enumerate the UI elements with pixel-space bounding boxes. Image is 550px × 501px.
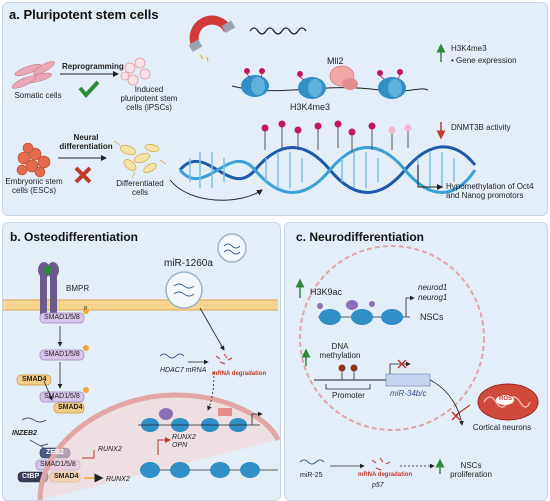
nucleosome-group-top bbox=[241, 75, 406, 99]
mir1260a-label: miR-1260a bbox=[164, 258, 213, 269]
magnet-icon bbox=[188, 15, 236, 63]
runx2-opn-label: RUNX2 OPN bbox=[172, 434, 196, 449]
smad158-label-4: SMAD1/5/8 bbox=[40, 461, 76, 468]
somatic-cells-icon bbox=[11, 60, 55, 89]
mrna-degradation-label-c: mRNA degradation bbox=[358, 472, 413, 478]
differentiated-cells-icon bbox=[113, 140, 167, 179]
phospho-label-1: P bbox=[84, 306, 88, 312]
hypomethylation-label: Hypomethylation of Oct4 and Nanog promot… bbox=[446, 182, 534, 200]
dna-methylation-label: DNA methylation bbox=[319, 342, 361, 360]
runx2-label-2: RUNX2 bbox=[106, 476, 130, 483]
zeb2-label: ZEB2 bbox=[46, 449, 64, 456]
panel-a-title: a. Pluripotent stem cells bbox=[9, 7, 159, 22]
gene-expression-label: • Gene expression bbox=[451, 56, 517, 65]
check-icon bbox=[78, 80, 100, 99]
methylation-pins bbox=[261, 120, 412, 152]
ctbp-label: CtBP bbox=[22, 473, 40, 480]
mll2-label: Mll2 bbox=[327, 56, 344, 66]
up-h3k4me3-label: H3K4me3 bbox=[451, 44, 487, 53]
p57-label: p57 bbox=[372, 482, 384, 489]
mrna-fragments bbox=[215, 353, 233, 365]
esc-cluster-icon bbox=[16, 142, 51, 178]
cross-icon bbox=[74, 166, 92, 184]
inzeb2-label: INZEB2 bbox=[12, 430, 37, 437]
smad4-label-3: SMAD4 bbox=[54, 473, 79, 480]
smad4-label-2: SMAD4 bbox=[58, 404, 83, 411]
neurog1-label: neurog1 bbox=[418, 293, 448, 302]
reprogramming-label: Reprogramming bbox=[62, 62, 124, 71]
mll2-enzyme bbox=[329, 65, 358, 90]
nucleosome-group-c bbox=[317, 300, 410, 325]
nscs-label: NSCs bbox=[420, 312, 444, 322]
smad158-label-1: SMAD1/5/8 bbox=[44, 314, 80, 321]
ros-label: ROS bbox=[499, 396, 513, 402]
smad4-label-1: SMAD4 bbox=[22, 376, 47, 383]
dna-helix bbox=[178, 145, 477, 194]
h3k9ac-label: H3K9ac bbox=[310, 287, 343, 297]
ros-mitochondrion bbox=[477, 383, 539, 421]
differentiated-cells-label: Differentiated cells bbox=[116, 179, 164, 197]
wave-icon bbox=[249, 27, 307, 35]
bmpr-label: BMPR bbox=[66, 284, 90, 293]
panel-c-title: c. Neurodifferentiation bbox=[296, 230, 425, 244]
mir-vesicle bbox=[165, 233, 247, 309]
mir25-label: miR-25 bbox=[300, 472, 323, 479]
ipsc-label: Induced pluripotent stem cells (iPSCs) bbox=[120, 85, 178, 112]
neural-differentiation-label: Neural differentiation bbox=[59, 133, 113, 151]
ipsc-cells-icon bbox=[120, 57, 151, 86]
hdac7-label: HDAC7 mRNA bbox=[160, 367, 207, 374]
mrna-degradation-label-b: mRNA degradation bbox=[212, 371, 267, 377]
smad158-label-3: SMAD1/5/8 bbox=[44, 393, 80, 400]
panel-b-title: b. Osteodifferentiation bbox=[10, 230, 139, 244]
cortical-neurons-label: Cortical neurons bbox=[472, 423, 532, 432]
mir34-label: miR-34b/c bbox=[390, 389, 427, 398]
smad158-label-2: SMAD1/5/8 bbox=[44, 351, 80, 358]
esc-label: Embryonic stem cells (ESCs) bbox=[5, 177, 63, 195]
nscs-proliferation-label: NSCs proliferation bbox=[450, 461, 492, 479]
h3k4me3-label: H3K4me3 bbox=[290, 102, 331, 112]
somatic-cells-label: Somatic cells bbox=[14, 91, 62, 100]
dnmt3b-label: DNMT3B activity bbox=[451, 123, 511, 132]
nucleosome-group-b bbox=[138, 408, 278, 478]
neurod1-label: neurod1 bbox=[418, 283, 448, 292]
bmpr-receptor bbox=[38, 262, 59, 316]
promoter-label: Promoter bbox=[332, 391, 365, 400]
nsc-cell bbox=[299, 245, 485, 431]
panel-a bbox=[2, 2, 548, 216]
runx2-label-1: RUNX2 bbox=[98, 446, 122, 453]
